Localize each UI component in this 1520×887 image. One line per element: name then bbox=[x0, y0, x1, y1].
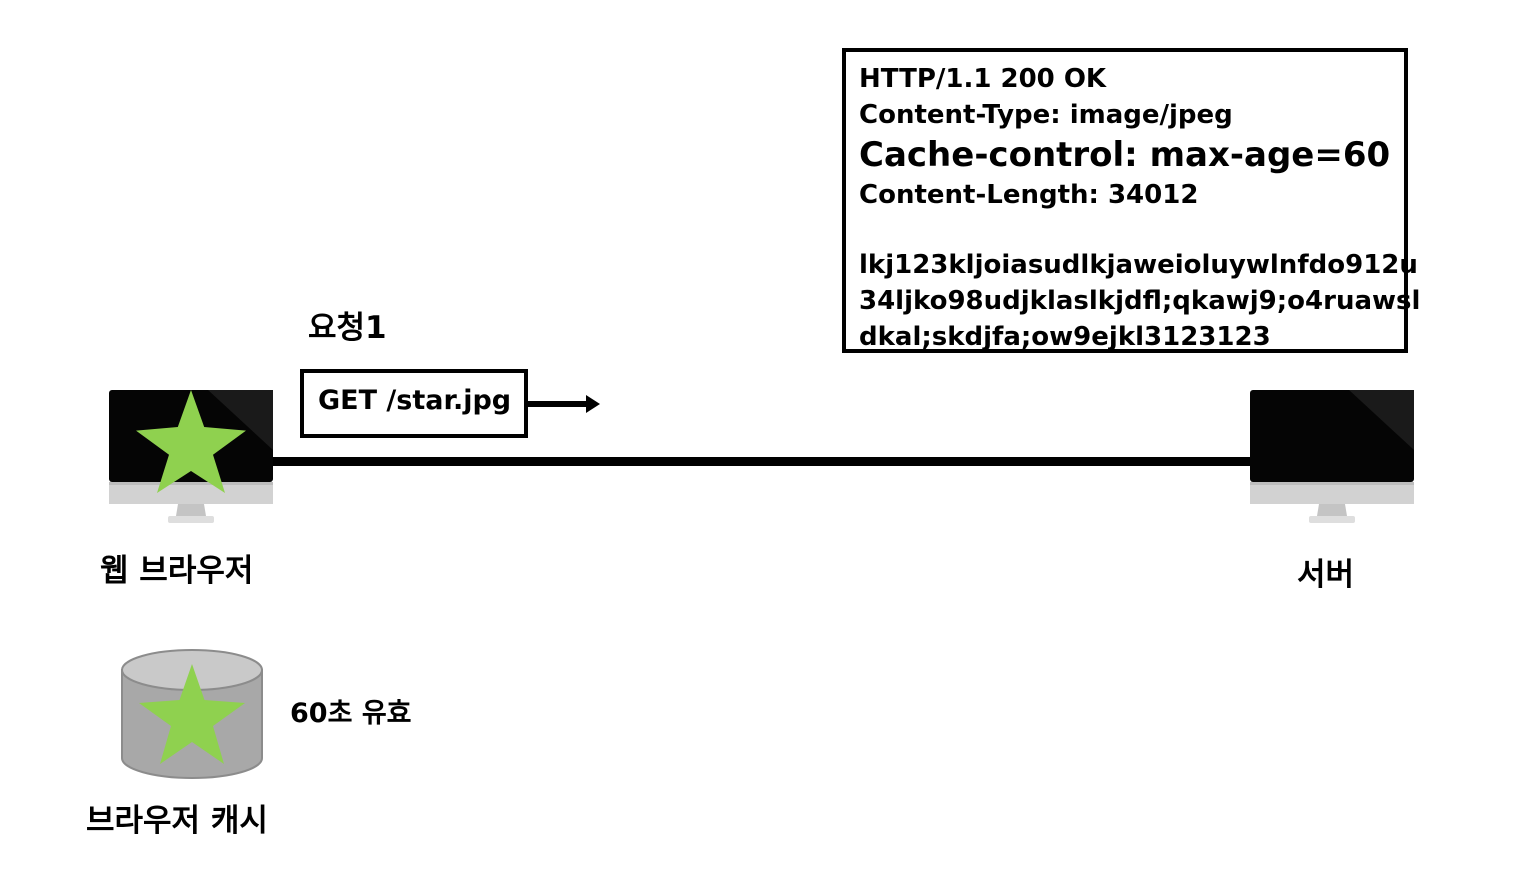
arrow-shaft bbox=[524, 401, 588, 407]
request-arrow-svg bbox=[524, 395, 600, 413]
response-line: Cache-control: max-age=60 bbox=[859, 135, 1391, 175]
connection-line bbox=[268, 457, 1254, 466]
client-label: 웹 브라우저 bbox=[100, 553, 254, 589]
server-label: 서버 bbox=[1297, 557, 1355, 593]
arrow-head bbox=[586, 395, 600, 413]
response-line: 34ljko98udjklaslkjdfl;qkawj9;o4ruawsl bbox=[859, 286, 1421, 316]
client-monitor-icon bbox=[108, 390, 274, 528]
response-line: HTTP/1.1 200 OK bbox=[859, 64, 1107, 94]
client-chin-edge bbox=[109, 482, 273, 485]
response-line: Content-Length: 34012 bbox=[859, 180, 1199, 210]
client-stand bbox=[168, 516, 214, 523]
server-chin-edge bbox=[1250, 482, 1414, 485]
cache-database-svg bbox=[121, 649, 263, 779]
response-line: Content-Type: image/jpeg bbox=[859, 100, 1233, 130]
request-box: GET /star.jpg bbox=[300, 369, 528, 438]
client-monitor-svg bbox=[109, 390, 273, 523]
server-monitor-svg bbox=[1250, 390, 1414, 523]
request-title: 요청1 bbox=[308, 310, 387, 346]
server-monitor-icon bbox=[1249, 390, 1415, 528]
cache-star-icon bbox=[139, 664, 245, 764]
client-neck bbox=[176, 504, 206, 516]
server-stand bbox=[1309, 516, 1355, 523]
cache-database-icon bbox=[120, 648, 264, 780]
response-line: lkj123kljoiasudlkjaweioluywlnfdo912u bbox=[859, 250, 1418, 280]
cache-label: 브라우저 캐시 bbox=[86, 803, 268, 839]
request-line: GET /star.jpg bbox=[318, 385, 512, 416]
request-arrow-icon bbox=[524, 393, 600, 415]
star-icon bbox=[136, 390, 246, 493]
client-chin bbox=[109, 482, 273, 504]
cache-validity-note: 60초 유효 bbox=[290, 698, 412, 729]
response-blank-line bbox=[859, 213, 1420, 247]
response-line: dkal;skdjfa;ow9ejkl3123123 bbox=[859, 322, 1271, 352]
server-neck bbox=[1317, 504, 1347, 516]
server-screen bbox=[1250, 390, 1414, 482]
server-chin bbox=[1250, 482, 1414, 504]
server-screen-glare bbox=[1349, 390, 1414, 450]
client-screen-glare bbox=[208, 390, 273, 450]
